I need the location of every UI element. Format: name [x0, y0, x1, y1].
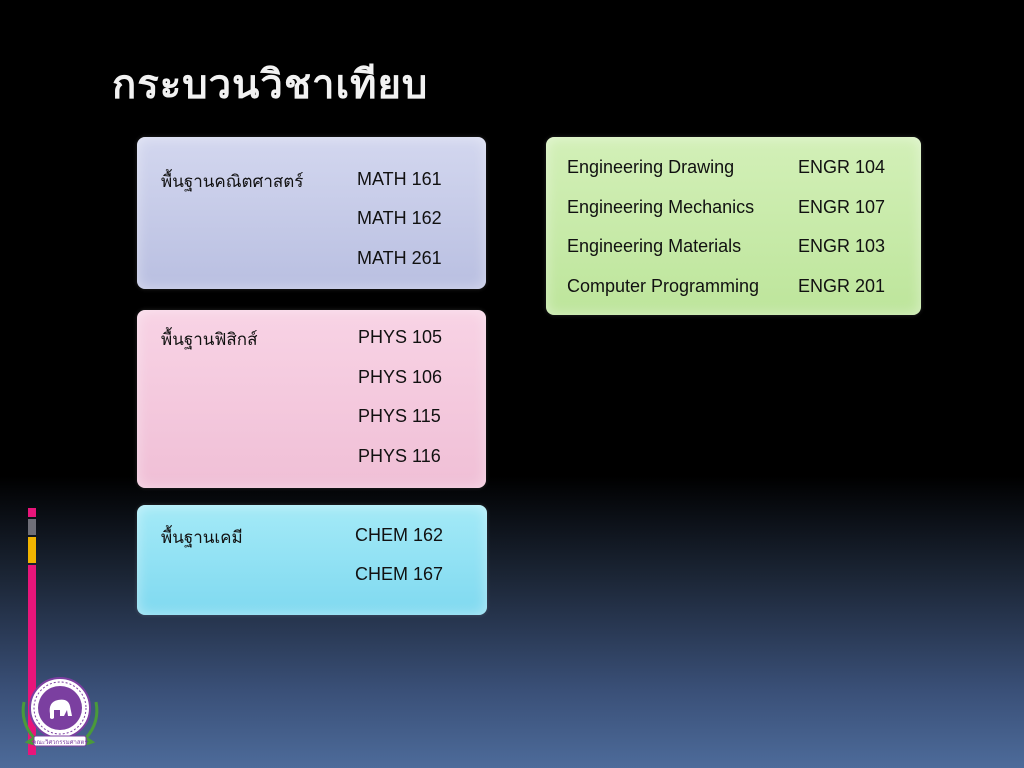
accent-bar-gray: [28, 519, 36, 535]
engineering-course-code: ENGR 103: [798, 236, 886, 256]
elephant-seal-icon: คณะวิศวกรรมศาสตร์: [21, 677, 99, 747]
accent-bar-pink-top: [28, 508, 36, 517]
course-code: PHYS 115: [358, 406, 441, 426]
physics-course-box: พื้นฐานฟิสิกส์ PHYS 105 PHYS 106 PHYS 11…: [137, 310, 486, 488]
course-code: CHEM 167: [355, 564, 444, 584]
engineering-course-name: Engineering Mechanics: [567, 197, 755, 217]
math-group-label: พื้นฐานคณิตศาสตร์: [161, 172, 304, 192]
course-code: CHEM 162: [355, 525, 444, 545]
engineering-course-code: ENGR 104: [798, 157, 886, 177]
seal-caption: คณะวิศวกรรมศาสตร์: [32, 738, 88, 746]
slide-title: กระบวนวิชาเทียบ: [112, 62, 429, 108]
course-code: PHYS 116: [358, 446, 441, 466]
chemistry-group-label: พื้นฐานเคมี: [161, 528, 243, 548]
faculty-seal-logo: คณะวิศวกรรมศาสตร์: [18, 672, 102, 752]
engineering-course-name: Computer Programming: [567, 276, 760, 296]
math-course-box: พื้นฐานคณิตศาสตร์ MATH 161 MATH 162 MATH…: [137, 137, 486, 289]
accent-bar-yellow: [28, 537, 36, 563]
course-code: PHYS 105: [358, 327, 443, 347]
course-code: MATH 161: [357, 169, 442, 189]
engineering-course-name: Engineering Materials: [567, 236, 742, 256]
physics-group-label: พื้นฐานฟิสิกส์: [161, 330, 258, 350]
engineering-course-name: Engineering Drawing: [567, 157, 735, 177]
accent-bar-pink-long: [28, 565, 36, 755]
course-code: MATH 261: [357, 248, 442, 268]
engineering-course-code: ENGR 107: [798, 197, 886, 217]
course-code: MATH 162: [357, 208, 442, 228]
course-code: PHYS 106: [358, 367, 443, 387]
engineering-course-code: ENGR 201: [798, 276, 886, 296]
chemistry-course-box: พื้นฐานเคมี CHEM 162 CHEM 167: [137, 505, 487, 615]
engineering-course-box: Engineering Drawing ENGR 104 Engineering…: [546, 137, 921, 315]
